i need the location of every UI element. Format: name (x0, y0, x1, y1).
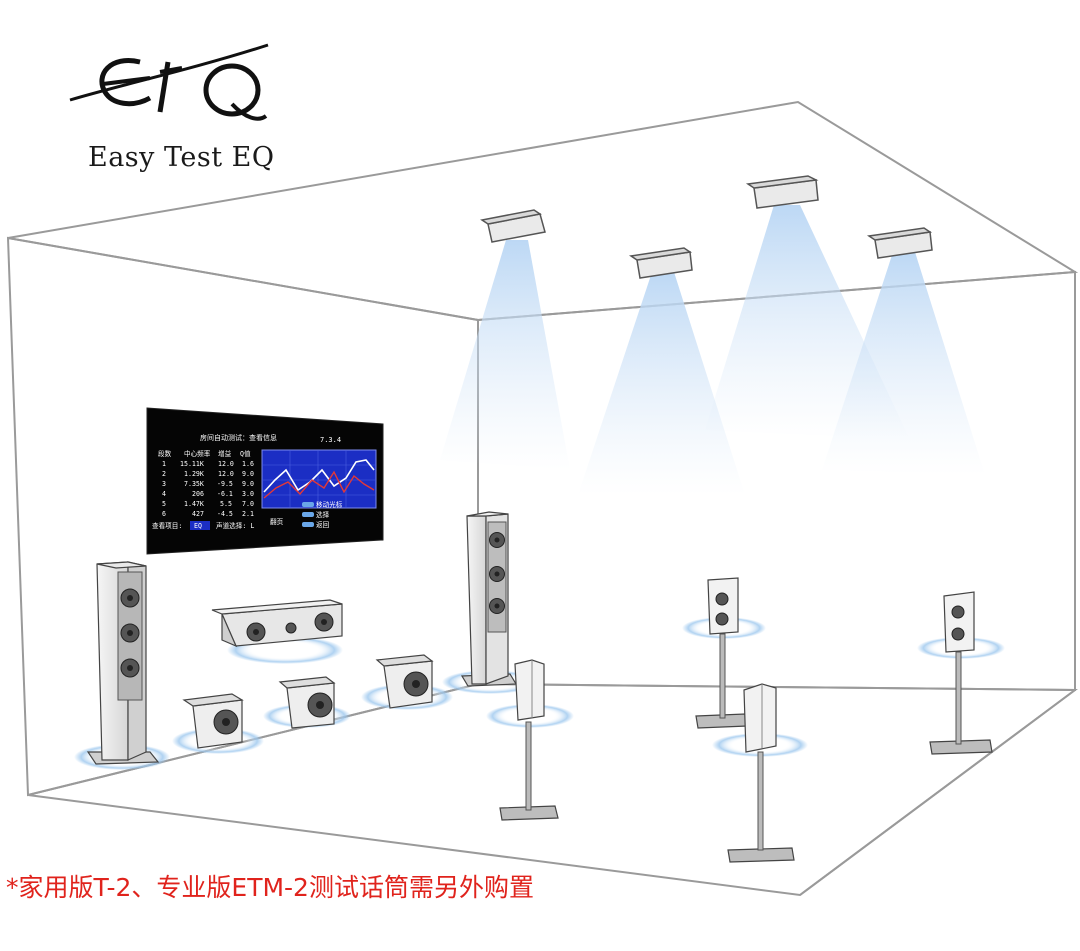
legend-select: 选择 (316, 510, 330, 519)
left-tower-speaker (86, 561, 160, 765)
subwoofer (278, 676, 336, 729)
row-cell: -4.5 (217, 510, 233, 518)
right-tower-speaker (460, 511, 518, 687)
ceiling-speaker (745, 175, 819, 209)
stand-speaker (499, 659, 559, 821)
screen-title: 房间自动测试：查看信息 (200, 433, 277, 442)
header-frequency: 中心频率 (184, 449, 211, 458)
footer-value: EQ (194, 522, 202, 530)
row-cell: 9.0 (242, 480, 254, 488)
legend-move: 移动光标 (316, 500, 343, 509)
row-cell: 9.0 (242, 470, 254, 478)
row-cell: 5.5 (220, 500, 232, 508)
eq-graph (261, 449, 377, 509)
row-cell: 2.1 (242, 510, 254, 518)
row-cell: 12.0 (218, 470, 234, 478)
row-cell: 7.0 (242, 500, 254, 508)
ceiling-speaker (866, 227, 933, 259)
row-cell: 1.29K (184, 470, 204, 478)
row-cell: 5 (162, 500, 166, 508)
row-cell: 3 (162, 480, 166, 488)
subwoofer (182, 693, 244, 749)
wall-screen: 房间自动测试：查看信息 7.3.4 段数 中心频率 增益 Q值 1 15.11K… (146, 407, 384, 555)
row-cell: 4 (162, 490, 166, 498)
ceiling-speaker (480, 209, 546, 243)
screen-version: 7.3.4 (320, 436, 341, 444)
row-cell: 206 (192, 490, 204, 498)
channel-label: 声道选择: L (216, 521, 254, 530)
row-cell: 15.11K (180, 460, 204, 468)
footer-label: 查看项目: (152, 521, 182, 530)
row-cell: -6.1 (217, 490, 233, 498)
eq-curve-white (263, 459, 375, 493)
row-cell: 2 (162, 470, 166, 478)
stand-speaker (695, 577, 748, 729)
center-speaker (211, 599, 343, 648)
row-cell: 3.0 (242, 490, 254, 498)
row-cell: 1 (162, 460, 166, 468)
row-cell: 12.0 (218, 460, 234, 468)
row-cell: 1.6 (242, 460, 254, 468)
row-cell: 427 (192, 510, 204, 518)
eq-logo-icon (69, 43, 269, 121)
row-cell: 1.47K (184, 500, 204, 508)
row-cell: 7.35K (184, 480, 204, 488)
purchase-note: *家用版T-2、专业版ETM-2测试话筒需另外购置 (6, 873, 534, 902)
ceiling-speaker (628, 247, 693, 279)
eq-curve-red (263, 470, 375, 499)
header-q: Q值 (240, 449, 251, 458)
subwoofer (375, 654, 434, 709)
header-segment: 段数 (158, 449, 172, 458)
header-gain: 增益 (218, 449, 232, 458)
row-cell: 6 (162, 510, 166, 518)
page-label: 翻页 (270, 517, 284, 526)
row-cell: -9.5 (217, 480, 233, 488)
ceiling-speakers (440, 175, 985, 495)
brand-name: Easy Test EQ (88, 142, 275, 173)
legend-back: 返回 (316, 521, 330, 529)
stand-speaker (929, 591, 993, 755)
stand-speaker (727, 683, 795, 863)
